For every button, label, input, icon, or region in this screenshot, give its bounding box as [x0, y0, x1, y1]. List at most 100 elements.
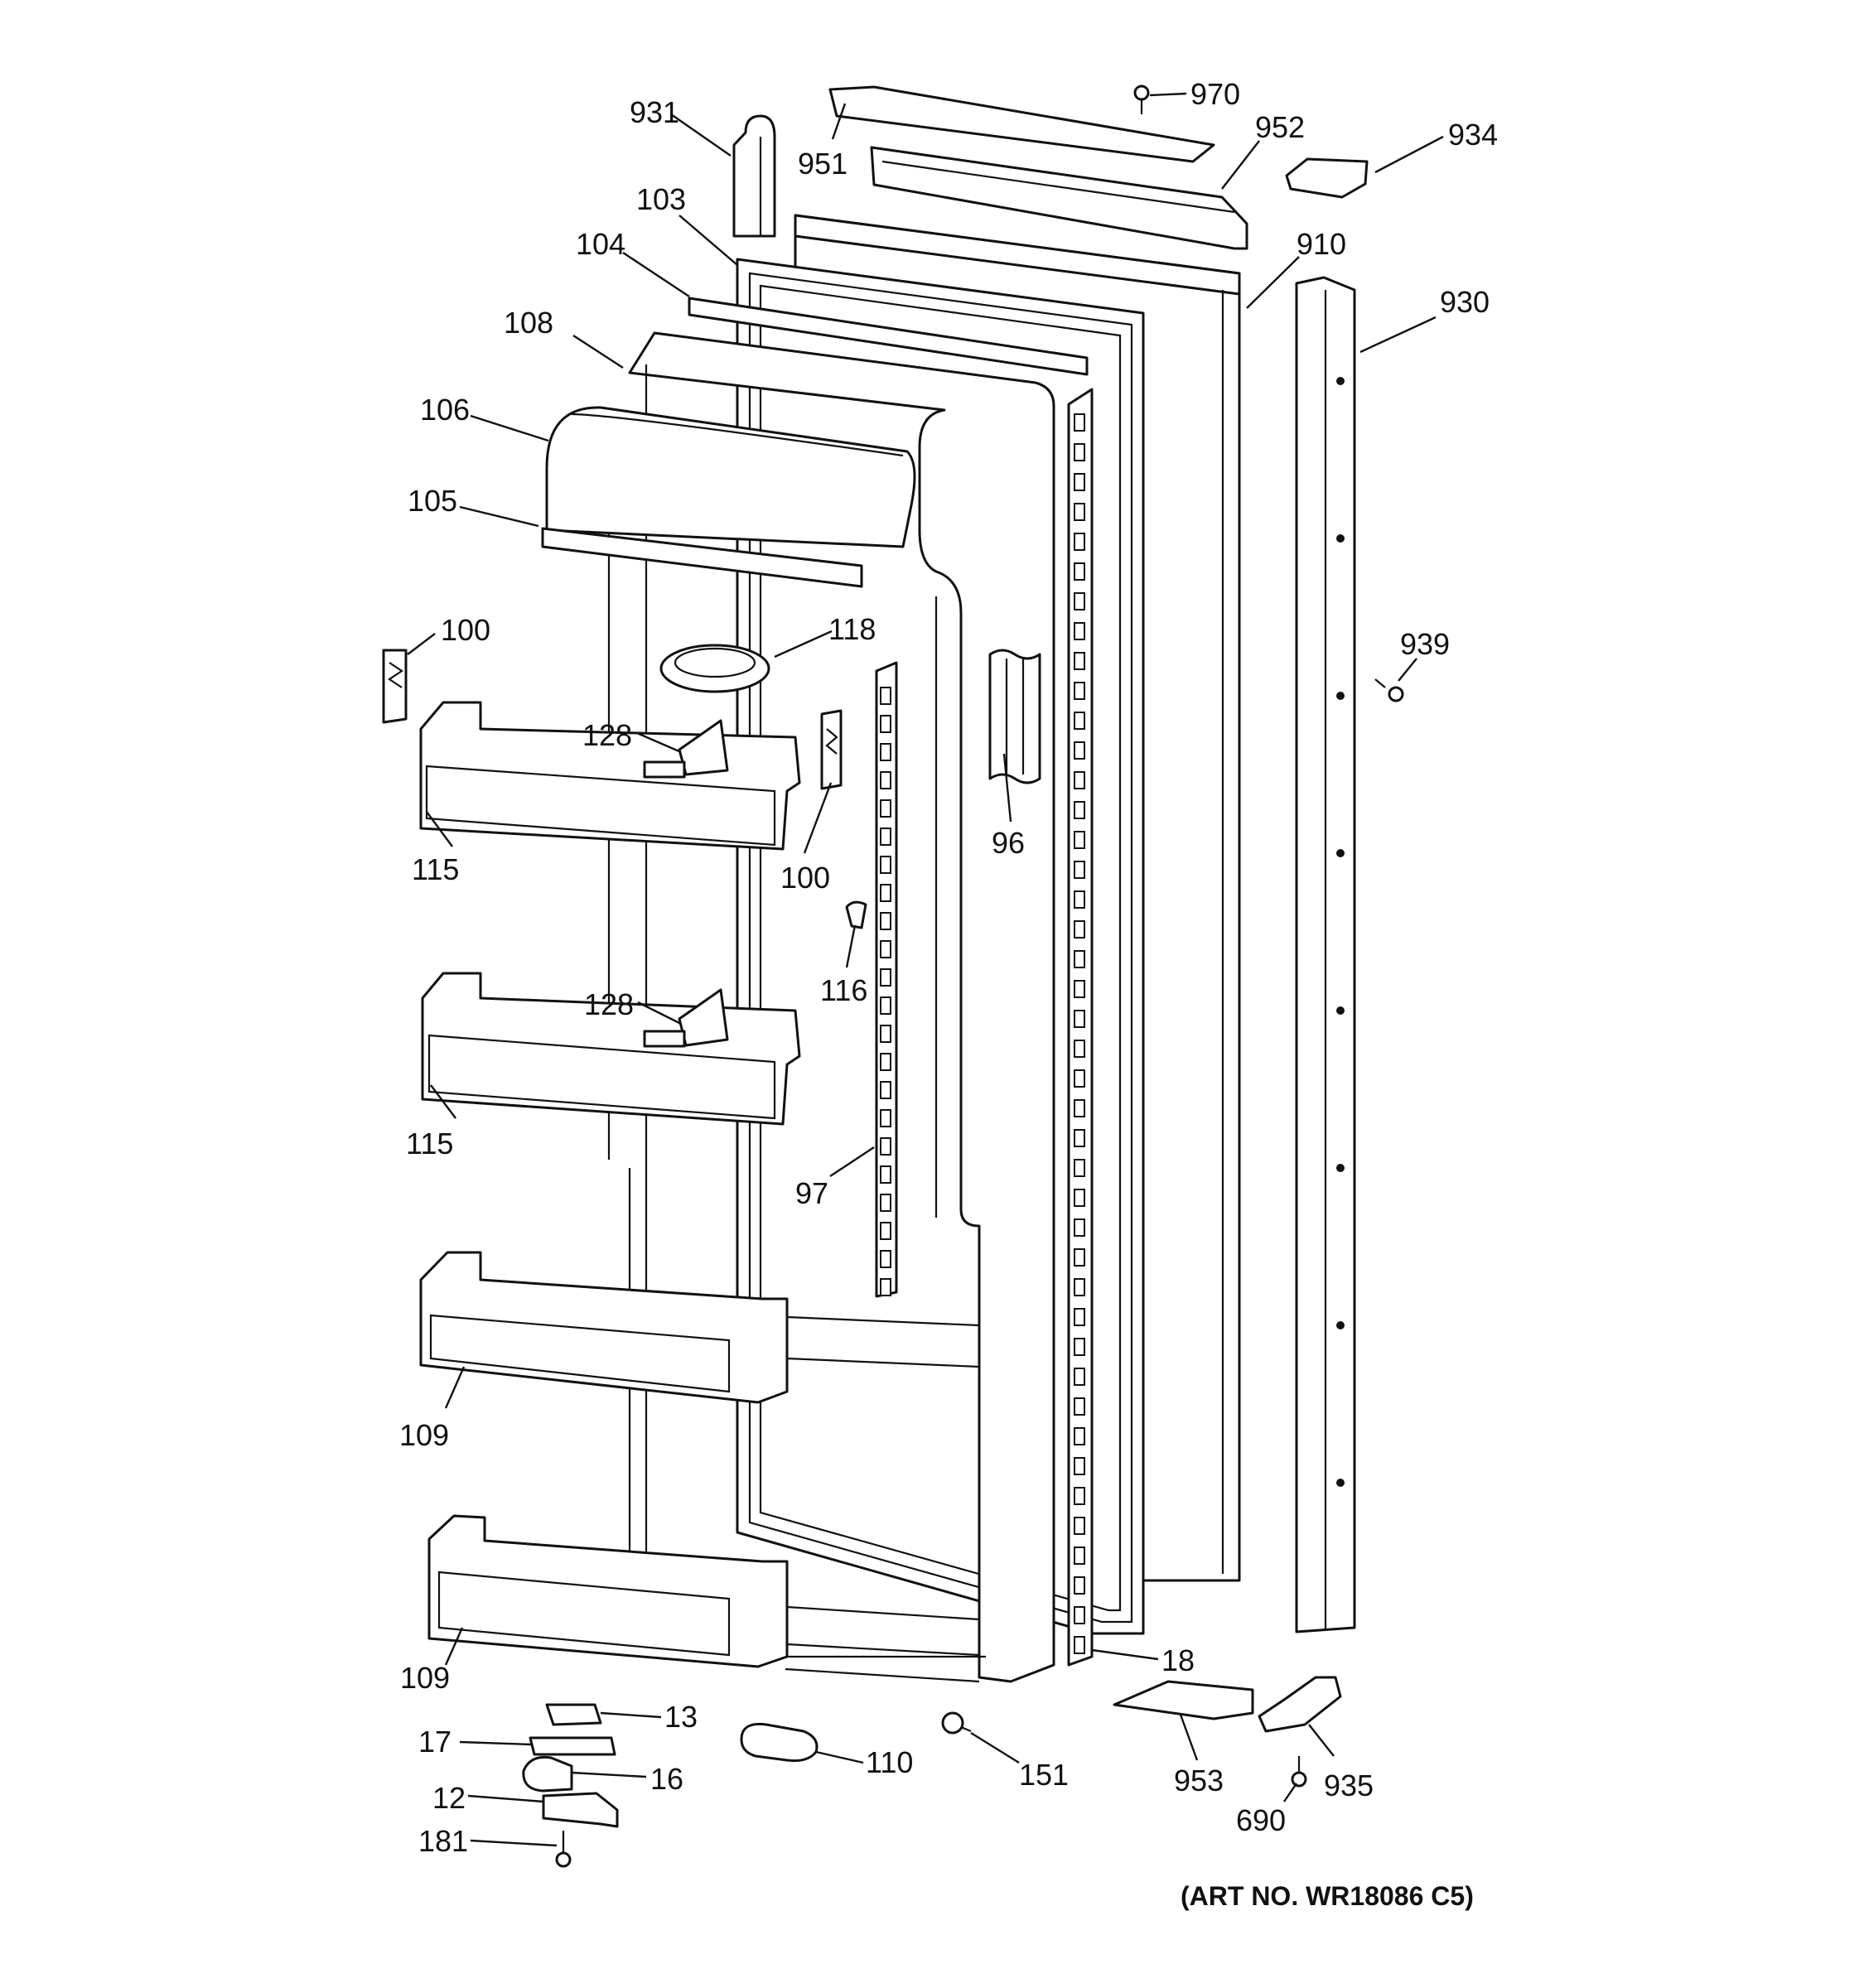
part-935-bottom-hinge-cover[interactable] [1258, 1676, 1342, 1733]
slot [1074, 622, 1085, 640]
mounting-hole [1336, 1321, 1345, 1329]
mounting-hole [1336, 1006, 1345, 1015]
part-931-left-cap[interactable] [732, 114, 776, 238]
slot [1074, 1427, 1085, 1445]
slot [880, 1222, 891, 1240]
part-110-cap[interactable] [740, 1722, 819, 1762]
callout-128-upper: 128 [582, 718, 632, 752]
slot [1074, 1546, 1085, 1565]
callout-106: 106 [420, 393, 470, 427]
callout-115-upper: 115 [412, 852, 459, 886]
part-953-bottom-trim[interactable] [1113, 1680, 1254, 1720]
slot [1074, 1278, 1085, 1296]
callout-18: 18 [1161, 1643, 1195, 1677]
mounting-hole [1336, 1479, 1345, 1487]
callout-labels: 931 951 970 952 934 103 104 910 930 108 … [399, 77, 1498, 1858]
slot [880, 912, 891, 930]
slot [1074, 1576, 1085, 1595]
callout-939: 939 [1400, 627, 1450, 661]
part-109-bin-lower[interactable] [427, 1514, 789, 1668]
mounting-hole [1336, 849, 1345, 857]
mounting-hole [1336, 534, 1345, 543]
slot [1074, 1159, 1085, 1177]
slot [880, 1081, 891, 1099]
slot [880, 940, 891, 958]
slot [880, 884, 891, 902]
slot [1074, 890, 1085, 909]
slot [880, 771, 891, 789]
callout-97: 97 [795, 1176, 828, 1210]
part-100-clip-left[interactable] [382, 649, 408, 724]
slot [1074, 1248, 1085, 1267]
callout-970: 970 [1190, 77, 1240, 111]
part-100-clip-right[interactable] [820, 709, 843, 790]
part-951-top-cover[interactable] [828, 85, 1215, 163]
part-118-ring[interactable] [659, 644, 770, 693]
slot [1074, 1517, 1085, 1535]
mounting-hole [1336, 692, 1345, 700]
slot [1074, 1636, 1085, 1654]
callout-910: 910 [1297, 227, 1346, 261]
slot [1074, 801, 1085, 819]
part-690-screw[interactable] [1291, 1756, 1307, 1788]
part-104-top-trim[interactable] [688, 297, 1089, 376]
callout-103: 103 [636, 182, 686, 216]
callout-116: 116 [820, 973, 867, 1007]
slot [1074, 533, 1085, 551]
callout-17: 17 [418, 1725, 452, 1759]
callout-934: 934 [1448, 118, 1498, 152]
slot [1074, 771, 1085, 789]
part-181-screw[interactable] [555, 1831, 572, 1868]
part-952-top-channel[interactable] [870, 146, 1248, 250]
callout-151: 151 [1019, 1758, 1069, 1792]
callout-935: 935 [1324, 1768, 1374, 1802]
slot [880, 996, 891, 1015]
part-96-foam-insert[interactable] [988, 649, 1041, 784]
slot [1074, 443, 1085, 461]
part-939-screw[interactable] [1374, 678, 1404, 702]
slot [880, 1053, 891, 1071]
part-18-breaker-strip[interactable] [1067, 388, 1094, 1667]
slot [1074, 831, 1085, 849]
slot [880, 1194, 891, 1212]
slot [1074, 682, 1085, 700]
slot [1074, 1099, 1085, 1117]
part-17-washer[interactable] [529, 1736, 616, 1756]
slot [1074, 1457, 1085, 1475]
part-105-dairy-door-hinge[interactable] [541, 527, 863, 588]
art-number: (ART NO. WR18086 C5) [1181, 1881, 1474, 1911]
callout-931: 931 [630, 95, 679, 129]
part-13-shim[interactable] [545, 1703, 602, 1726]
slot [1074, 503, 1085, 521]
part-116-knob[interactable] [845, 900, 867, 929]
slot [880, 687, 891, 705]
slot [880, 743, 891, 761]
callout-128-lower: 128 [584, 987, 634, 1021]
callout-930: 930 [1440, 285, 1490, 319]
callout-951: 951 [798, 147, 847, 181]
slot [1074, 413, 1085, 432]
slot [880, 715, 891, 733]
part-97-shelf-rail[interactable] [875, 661, 898, 1298]
part-934-top-hinge-cover[interactable] [1285, 157, 1369, 199]
slot [1074, 1368, 1085, 1386]
callout-115-lower: 115 [406, 1127, 453, 1160]
part-970-screw[interactable] [1133, 84, 1150, 114]
slot [1074, 1308, 1085, 1326]
part-151-screw[interactable] [941, 1711, 972, 1735]
part-115-bin-upper[interactable] [419, 701, 801, 851]
part-109-bin-upper[interactable] [419, 1251, 789, 1404]
part-16-cam[interactable] [522, 1755, 573, 1793]
callout-118: 118 [828, 612, 876, 646]
leader-lines [407, 92, 1444, 1847]
part-106-dairy-door[interactable] [545, 406, 916, 548]
part-930-door-handle[interactable] [1295, 276, 1356, 1633]
part-12-hinge[interactable] [542, 1792, 619, 1828]
slot [1074, 712, 1085, 730]
callout-181: 181 [418, 1824, 468, 1858]
callout-109-lower: 109 [400, 1661, 450, 1695]
slot [880, 1278, 891, 1296]
part-115-bin-lower[interactable] [421, 972, 801, 1126]
slot [880, 856, 891, 874]
slot [880, 968, 891, 987]
